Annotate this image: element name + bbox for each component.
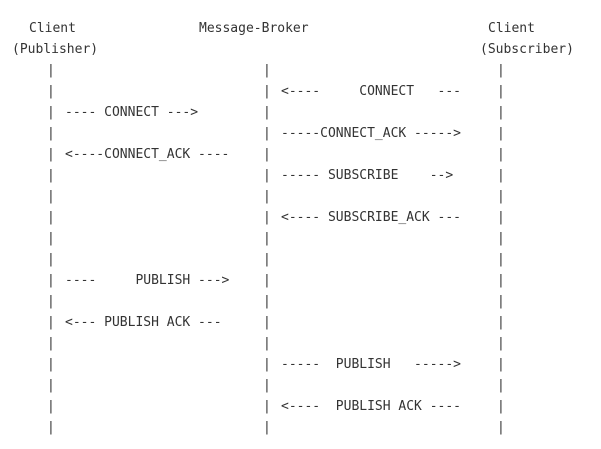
lifeline-segment: |: [47, 63, 55, 78]
lifeline-segment: |: [47, 168, 55, 183]
lifeline-segment: |: [497, 126, 505, 141]
message-publisher-connect: ---- CONNECT --->: [65, 105, 199, 120]
lifeline-segment: |: [497, 420, 505, 435]
lifeline-segment: |: [497, 273, 505, 288]
lifeline-segment: |: [263, 294, 271, 309]
lifeline-segment: |: [497, 378, 505, 393]
lifeline-segment: |: [47, 231, 55, 246]
lifeline-segment: |: [497, 189, 505, 204]
message-publish-to-subscriber: ----- PUBLISH ----->: [281, 357, 462, 372]
message-subscriber-connect: <---- CONNECT ---: [281, 84, 462, 99]
lifeline-segment: |: [47, 294, 55, 309]
lifeline-segment: |: [47, 399, 55, 414]
lifeline-segment: |: [263, 420, 271, 435]
lifeline-segment: |: [263, 189, 271, 204]
lifeline-segment: |: [263, 378, 271, 393]
lifeline-segment: |: [497, 168, 505, 183]
publisher-role: (Publisher): [12, 42, 99, 57]
lifeline-segment: |: [263, 231, 271, 246]
lifeline-segment: |: [263, 336, 271, 351]
subscriber-name: Client: [488, 21, 535, 36]
lifeline-segment: |: [47, 252, 55, 267]
lifeline-segment: |: [263, 315, 271, 330]
lifeline-segment: |: [263, 168, 271, 183]
lifeline-segment: |: [263, 273, 271, 288]
lifeline-segment: |: [497, 63, 505, 78]
message-subscriber-publish-ack: <---- PUBLISH ACK ----: [281, 399, 462, 414]
message-publish-ack-to-publisher: <--- PUBLISH ACK ---: [65, 315, 222, 330]
lifeline-segment: |: [263, 84, 271, 99]
lifeline-segment: |: [47, 105, 55, 120]
lifeline-segment: |: [47, 189, 55, 204]
lifeline-segment: |: [263, 210, 271, 225]
lifeline-segment: |: [497, 399, 505, 414]
lifeline-segment: |: [497, 147, 505, 162]
lifeline-segment: |: [497, 84, 505, 99]
lifeline-segment: |: [497, 105, 505, 120]
lifeline-segment: |: [497, 231, 505, 246]
lifeline-segment: |: [47, 147, 55, 162]
message-connect-ack-to-publisher: <----CONNECT_ACK ----: [65, 147, 230, 162]
lifeline-segment: |: [47, 210, 55, 225]
message-subscribe-ack: <---- SUBSCRIBE_ACK ---: [281, 210, 462, 225]
lifeline-segment: |: [497, 294, 505, 309]
message-publisher-publish: ---- PUBLISH --->: [65, 273, 230, 288]
broker-name: Message-Broker: [199, 21, 309, 36]
lifeline-segment: |: [263, 399, 271, 414]
lifeline-segment: |: [47, 84, 55, 99]
message-connect-ack-to-subscriber: -----CONNECT_ACK ----->: [281, 126, 462, 141]
lifeline-segment: |: [263, 63, 271, 78]
lifeline-segment: |: [47, 273, 55, 288]
lifeline-segment: |: [263, 147, 271, 162]
lifeline-segment: |: [47, 420, 55, 435]
lifeline-segment: |: [263, 105, 271, 120]
subscriber-role: (Subscriber): [480, 42, 574, 57]
lifeline-segment: |: [497, 357, 505, 372]
lifeline-segment: |: [263, 126, 271, 141]
message-subscribe: ----- SUBSCRIBE -->: [281, 168, 454, 183]
lifeline-segment: |: [497, 315, 505, 330]
lifeline-segment: |: [263, 357, 271, 372]
lifeline-segment: |: [497, 252, 505, 267]
lifeline-segment: |: [47, 336, 55, 351]
lifeline-segment: |: [263, 252, 271, 267]
lifeline-segment: |: [47, 315, 55, 330]
lifeline-segment: |: [47, 357, 55, 372]
publisher-name: Client: [29, 21, 76, 36]
lifeline-segment: |: [47, 378, 55, 393]
lifeline-segment: |: [497, 210, 505, 225]
lifeline-segment: |: [47, 126, 55, 141]
lifeline-segment: |: [497, 336, 505, 351]
